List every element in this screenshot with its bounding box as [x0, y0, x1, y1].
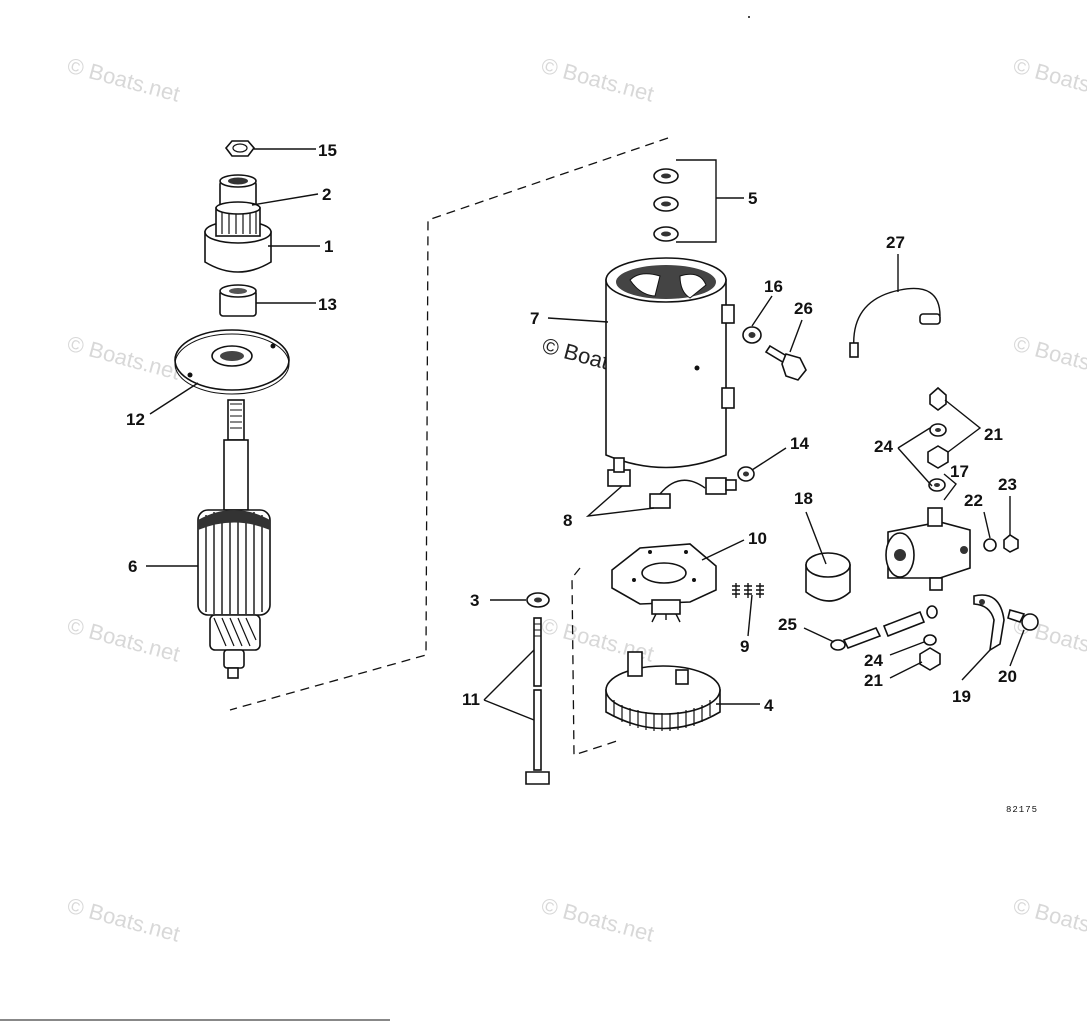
callout-9: 9	[740, 637, 749, 656]
callout-20: 20	[998, 667, 1017, 686]
part-3-washer[interactable]	[526, 592, 550, 608]
callout-1: 1	[324, 237, 333, 256]
part-22-washer[interactable]	[983, 538, 997, 552]
part-26-bolt[interactable]	[764, 344, 807, 381]
callout-14: 14	[790, 434, 809, 453]
part-24-washer-upper[interactable]	[928, 423, 947, 492]
callout-23: 23	[998, 475, 1017, 494]
callout-7: 7	[530, 309, 539, 328]
part-12-end-plate[interactable]	[174, 329, 290, 395]
callout-2: 2	[322, 185, 331, 204]
part-7-frame[interactable]	[605, 257, 735, 469]
callout-26: 26	[794, 299, 813, 318]
part-27-wire[interactable]	[849, 287, 941, 358]
assembly-dash-main	[229, 137, 669, 711]
callout-22: 22	[964, 491, 983, 510]
leader-lines	[146, 148, 1025, 721]
callout-17: 17	[950, 462, 969, 481]
callout-10: 10	[748, 529, 767, 548]
part-19-bracket[interactable]	[973, 594, 1005, 652]
callout-21-lower: 21	[864, 671, 883, 690]
part-5-washers[interactable]	[653, 168, 679, 242]
callout-21-upper: 21	[984, 425, 1003, 444]
callout-24-lower: 24	[864, 651, 883, 670]
part-6-armature[interactable]	[197, 399, 271, 679]
part-10-brush-plate[interactable]	[611, 543, 717, 623]
part-11-through-bolts[interactable]	[525, 617, 550, 785]
watermark-mid-right: © Boats.net	[1011, 331, 1087, 385]
callout-13: 13	[318, 295, 337, 314]
part-9-springs[interactable]	[732, 583, 764, 598]
callout-11: 11	[462, 690, 480, 709]
watermark-bottom-left: © Boats.net	[65, 893, 183, 947]
part-25-cable[interactable]	[830, 605, 938, 651]
part-15-nut[interactable]	[224, 140, 256, 157]
callout-3: 3	[470, 591, 479, 610]
callout-6: 6	[128, 557, 137, 576]
watermark-top-center: © Boats.net	[539, 53, 657, 107]
callout-18: 18	[794, 489, 813, 508]
part-23-nut[interactable]	[1003, 534, 1019, 553]
callout-19: 19	[952, 687, 971, 706]
callout-8: 8	[563, 511, 572, 530]
assembly-dash-lower	[571, 567, 621, 756]
callout-25: 25	[778, 615, 797, 634]
watermark-top-right: © Boats.net	[1011, 53, 1087, 107]
watermark-bottom-center: © Boats.net	[539, 893, 657, 947]
part-21-nut-lower[interactable]	[919, 647, 941, 671]
part-17-solenoid[interactable]	[885, 507, 971, 591]
part-8-brushes[interactable]	[607, 457, 737, 509]
watermark-mid-left: © Boats.net	[65, 331, 183, 385]
watermark-bottom-right: © Boats.net	[1011, 893, 1087, 947]
callout-27: 27	[886, 233, 905, 252]
part-24-washer-lower[interactable]	[923, 634, 937, 646]
callout-5: 5	[748, 189, 757, 208]
callout-15: 15	[318, 141, 337, 160]
part-16-washer[interactable]	[742, 326, 762, 344]
callout-12: 12	[126, 410, 145, 429]
diagram-code: 82175	[1006, 805, 1038, 815]
watermark-low-left: © Boats.net	[65, 613, 183, 667]
part-18-band[interactable]	[805, 552, 851, 602]
speck-dot	[748, 16, 750, 18]
callout-16: 16	[764, 277, 783, 296]
part-21-nut-upper[interactable]	[927, 386, 949, 469]
part-14-nut[interactable]	[737, 466, 755, 482]
callout-4: 4	[764, 696, 774, 715]
part-1-drive-pinion[interactable]	[204, 201, 272, 273]
part-13-spacer[interactable]	[219, 284, 257, 317]
part-4-end-cap[interactable]	[605, 651, 721, 731]
part-20-screw[interactable]	[1007, 609, 1039, 631]
callout-24-upper: 24	[874, 437, 893, 456]
watermark-top-left: © Boats.net	[65, 53, 183, 107]
